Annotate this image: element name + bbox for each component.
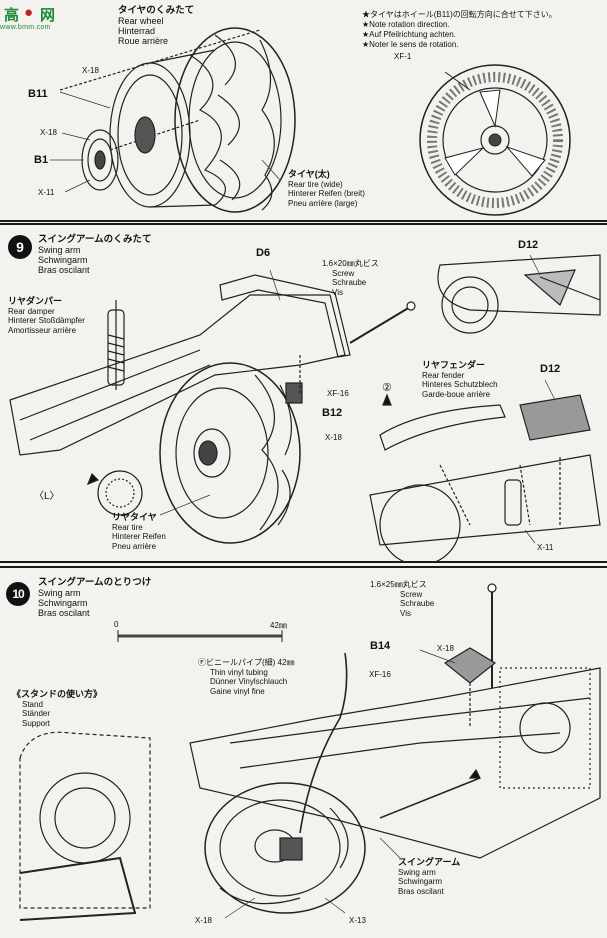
part-x18-top: X-18 [82,66,99,75]
part-x18-bottom: X-18 [195,916,212,925]
part-x18: X-18 [325,433,342,442]
site-logo: 高 ● 网 www.bmm.com [0,4,56,31]
part-xf16: XF-16 [327,389,349,398]
part-b1: B1 [34,154,49,166]
step8-tire-label: タイヤ(太) Rear tire (wide) Hinterer Reifen … [288,169,365,208]
swing-arm-label: スイングアーム Swing arm Schwingarm Bras oscila… [398,857,461,896]
rear-damper-label: リヤダンパー Rear damper Hinterer Stoßdämpfer … [8,296,85,335]
part-d6: D6 [256,247,271,259]
step10-panel: 10 スイングアームのとりつけ Swing arm Schwingarm Bra… [0,566,607,936]
step9-number: 9 [8,235,32,259]
step8-panel: タイヤのくみたて Rear wheel Hinterrad Roue arriè… [0,0,607,222]
step9-panel: 9 スイングアームのくみたて Swing arm Schwingarm Bras… [0,223,607,563]
part-x18-top: X-18 [437,644,454,653]
vinyl-tubing-label: Ⓕビニールパイプ(細) 42㎜ Thin vinyl tubing Dünner… [198,658,295,696]
part-b12: B12 [322,407,343,419]
part-xf16: XF-16 [369,670,391,679]
part-x11: X-11 [537,543,554,552]
step9-illustration [9,254,601,561]
stand-usage-label: 《スタンドの使い方》 Stand Ständer Support [12,689,103,728]
logo-dot: ● [24,4,34,21]
step10-illustration [19,583,601,921]
rear-fender-label: リヤフェンダー Rear fender Hinteres Schutzblech… [422,360,498,399]
step8-title: タイヤのくみたて Rear wheel Hinterrad Roue arriè… [118,5,195,47]
part-b14: B14 [370,640,391,652]
scale-zero-label: 0 [114,620,119,629]
part-d12-mid: D12 [540,363,561,375]
step10-number: 10 [6,582,30,606]
part-x18-mid: X-18 [40,128,57,137]
step9-screw-label: 1.6×20㎜丸ビス Screw Schraube Vis [322,259,379,297]
part-x11: X-11 [38,188,55,197]
scale-end-label: 42㎜ [270,621,287,630]
step8-illustration [50,27,571,216]
step-ref-circle: ② [382,382,392,394]
step10-screw-label: 1.6×25㎜丸ビス Screw Schraube Vis [370,580,435,618]
part-d12-top: D12 [518,239,539,251]
part-xf1: XF-1 [394,52,412,61]
step9-title: スイングアームのくみたて Swing arm Schwingarm Bras o… [38,234,152,276]
part-b11: B11 [28,88,48,100]
step10-title: スイングアームのとりつけ Swing arm Schwingarm Bras o… [38,577,152,619]
rear-tire-label: リヤタイヤ Rear tire Hinterer Reifen Pneu arr… [112,512,166,551]
left-side-label: 〈L〉 [34,491,60,502]
rotation-notes: ★タイヤはホイール(B11)の回転方向に合せて下さい。 ★Note rotati… [362,10,557,49]
part-x13: X-13 [349,916,366,925]
